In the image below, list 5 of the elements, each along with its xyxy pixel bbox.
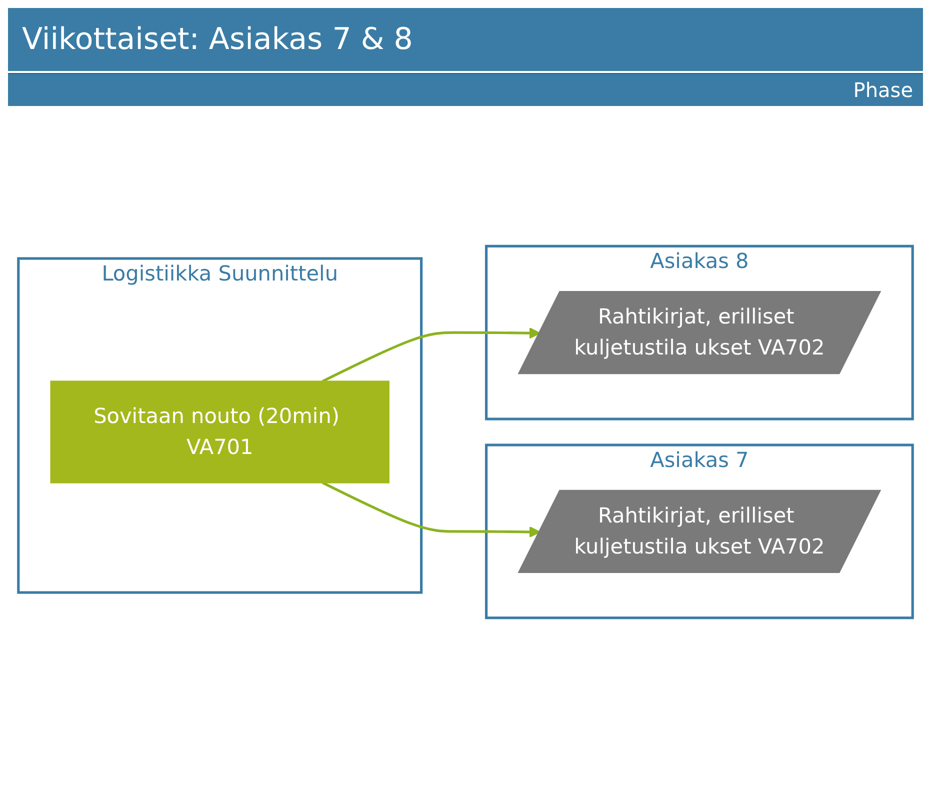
arrow [322, 482, 540, 538]
phase-header: Phase [8, 73, 923, 106]
diagram-title: Viikottaiset: Asiakas 7 & 8 [8, 8, 923, 71]
arrow [322, 327, 540, 382]
node-box: Sovitaan nouto (20min) VA701 [50, 380, 390, 484]
